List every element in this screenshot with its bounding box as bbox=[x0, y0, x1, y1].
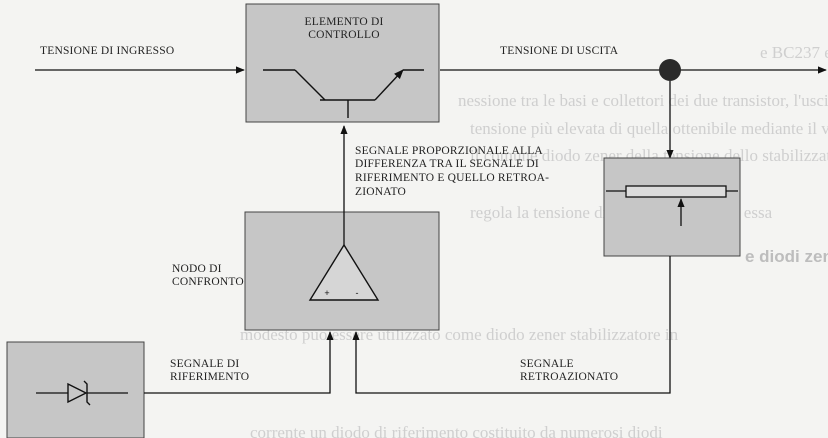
control-element-label-1: ELEMENTO DI bbox=[305, 16, 384, 28]
reference-line bbox=[144, 331, 334, 394]
potentiometer-box bbox=[603, 157, 741, 257]
proportional-signal-label-1: SEGNALE PROPORZIONALE ALLA bbox=[355, 145, 543, 157]
proportional-signal-label-3: RIFERIMENTO E QUELLO RETROA- bbox=[355, 172, 549, 184]
proportional-signal-label-2: DIFFERENZA TRA IL SEGNALE DI bbox=[355, 158, 539, 170]
proportional-signal-label-4: ZIONATO bbox=[355, 186, 406, 198]
opamp-icon bbox=[308, 243, 380, 301]
comparison-node-block: + - bbox=[244, 211, 440, 331]
comparison-node-label-1: NODO DI bbox=[172, 263, 222, 275]
bg-text-line: e BC237 e PNP BC327 Esi può ottenere un … bbox=[760, 43, 828, 62]
zener-diode-icon bbox=[67, 382, 88, 404]
control-element-box bbox=[245, 3, 440, 123]
feedback-signal-label-1: SEGNALE bbox=[520, 358, 574, 370]
output-voltage-label: TENSIONE DI USCITA bbox=[500, 45, 619, 57]
reference-signal-label-2: RIFERIMENTO bbox=[170, 371, 249, 383]
feedback-line bbox=[352, 256, 671, 394]
control-element-block: ELEMENTO DI CONTROLLO bbox=[245, 3, 440, 123]
bg-heading: e diodi zener bbox=[745, 247, 828, 266]
resistor-icon bbox=[625, 185, 727, 198]
comparison-node-label-2: CONFRONTO bbox=[172, 276, 244, 288]
opamp-minus-sign: - bbox=[356, 288, 359, 298]
reference-block bbox=[6, 341, 145, 438]
output-node bbox=[659, 59, 681, 81]
bg-text-line: tensione più elevata di quella ottenibil… bbox=[470, 119, 828, 138]
bg-text-line: corrente un diodo di riferimento costitu… bbox=[250, 423, 663, 438]
potentiometer-block bbox=[603, 157, 741, 257]
reference-box bbox=[6, 341, 145, 438]
opamp-plus-sign: + bbox=[324, 288, 329, 298]
control-element-label-2: CONTROLLO bbox=[308, 29, 379, 41]
bg-text-line: nessione tra le basi e collettori dei du… bbox=[458, 91, 828, 110]
feedback-signal-label-2: RETROAZIONATO bbox=[520, 371, 618, 383]
reference-signal-label-1: SEGNALE DI bbox=[170, 358, 239, 370]
transistor-icon bbox=[263, 69, 424, 118]
input-voltage-label: TENSIONE DI INGRESSO bbox=[40, 45, 174, 57]
background-text: e BC237 e PNP BC327 Esi può ottenere un … bbox=[240, 43, 828, 438]
